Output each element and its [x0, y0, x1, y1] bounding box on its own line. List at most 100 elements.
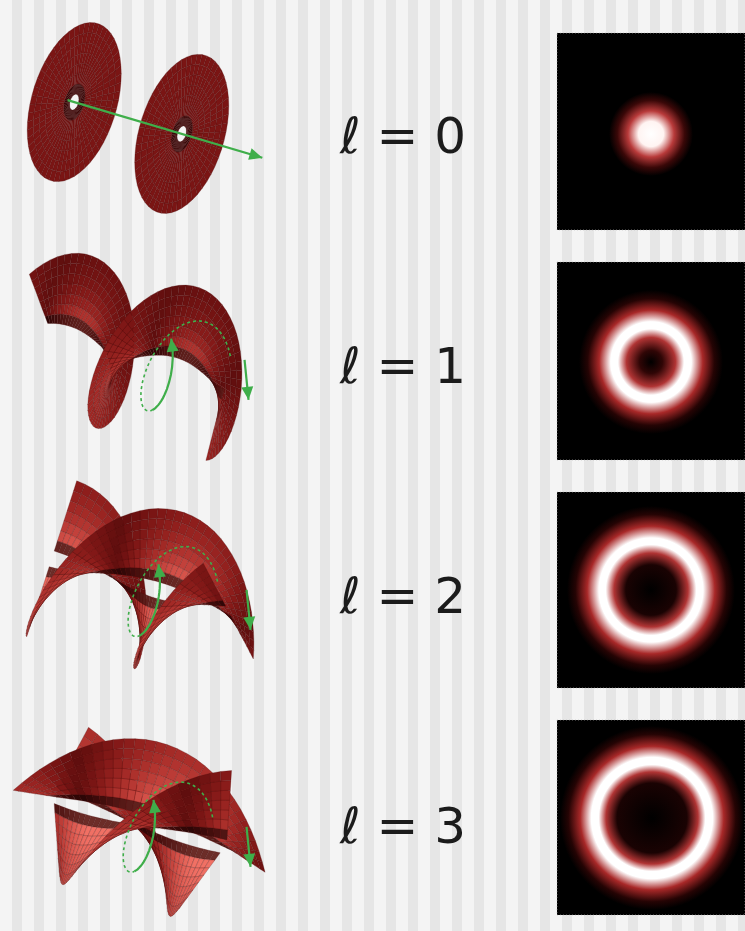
surface-patch — [182, 116, 184, 126]
surface-patch — [54, 314, 57, 324]
donut-ring — [567, 506, 735, 674]
surface-patch — [243, 635, 247, 647]
helical-wavefronts — [13, 23, 265, 917]
surface-patch — [76, 84, 80, 94]
surface-patch — [165, 134, 171, 138]
surface-patch — [52, 103, 58, 108]
surface-patch — [217, 408, 219, 419]
surface-patch — [28, 104, 35, 113]
surface-patch — [219, 398, 221, 409]
surface-patch — [75, 84, 78, 94]
surface-patch — [74, 55, 77, 66]
surface-patch — [158, 289, 165, 301]
surface-patch — [171, 295, 178, 306]
surface-patch — [200, 370, 207, 373]
surface-patch — [63, 264, 70, 275]
surface-patch — [57, 255, 64, 267]
surface-patch — [140, 539, 147, 549]
surface-patch — [58, 103, 64, 107]
surface-patch — [96, 359, 105, 368]
surface-patch — [154, 135, 161, 141]
surface-patch — [148, 519, 157, 529]
surface-patch — [140, 509, 149, 520]
surface-patch — [74, 65, 77, 76]
surface-patch — [57, 284, 62, 295]
surface-patch — [137, 127, 145, 136]
surface-patch — [217, 385, 218, 395]
surface-patch — [182, 141, 183, 151]
surface-patch — [74, 85, 75, 95]
surface-patch — [156, 519, 166, 530]
surface-patch — [64, 103, 70, 106]
surface-patch — [182, 116, 183, 126]
surface-patch — [69, 28, 74, 41]
surface-patch — [140, 529, 148, 539]
intensity-panel — [557, 492, 745, 688]
surface-patch — [182, 150, 184, 160]
surface-patch — [146, 539, 154, 549]
surface-patch — [79, 23, 85, 35]
surface-patch — [60, 314, 64, 324]
surface-patch — [236, 370, 242, 379]
surface-patch — [177, 60, 182, 73]
surface-patch — [75, 109, 77, 119]
surface-patch — [129, 559, 135, 568]
gaussian-spot — [609, 92, 693, 176]
surface-patch — [93, 338, 101, 341]
surface-patch — [236, 361, 242, 371]
surface-patch — [137, 591, 140, 602]
surface-patch — [140, 559, 146, 569]
surface-patch — [135, 568, 140, 578]
surface-patch — [48, 575, 59, 583]
propagation-arrow — [68, 100, 263, 160]
surface-patch — [75, 84, 77, 94]
surface-patch — [50, 257, 57, 269]
surface-patch — [182, 168, 185, 179]
intensity-profiles — [557, 33, 745, 915]
surface-patch — [231, 619, 237, 628]
surface-patch — [157, 509, 167, 520]
surface-patch — [191, 133, 197, 136]
arrow-head — [241, 386, 253, 400]
surface-patch — [59, 97, 65, 101]
surface-patch — [169, 316, 175, 326]
surface-patch — [231, 371, 237, 379]
surface-patch — [30, 95, 37, 104]
surface-patch — [197, 133, 203, 137]
surface-patch — [165, 336, 169, 346]
surface-patch — [84, 101, 90, 104]
surface-patch — [214, 419, 217, 430]
surface-patch — [74, 118, 76, 128]
surface-patch — [74, 136, 77, 147]
surface-patch — [136, 136, 143, 145]
propagation-arrow — [141, 321, 253, 411]
surface-patch — [219, 399, 222, 410]
surface-patch — [171, 136, 177, 141]
surface-patch — [74, 127, 77, 138]
surface-patch — [64, 254, 72, 265]
surface-patch — [183, 116, 186, 126]
wavefront-surface — [29, 253, 242, 460]
surface-patch — [57, 304, 61, 314]
donut-ring — [560, 726, 744, 910]
surface-patch — [74, 109, 75, 119]
surface-patch — [182, 87, 185, 98]
surface-patch — [182, 57, 187, 69]
surface-patch — [99, 351, 108, 359]
surface-patch — [76, 84, 79, 94]
surface-patch — [225, 371, 231, 378]
surface-patch — [132, 530, 140, 541]
intensity-panel — [557, 262, 745, 460]
surface-patch — [64, 104, 70, 109]
surface-patch — [160, 135, 166, 140]
helix-path — [141, 321, 230, 411]
surface-patch — [133, 539, 140, 549]
surface-patch — [250, 645, 254, 659]
surface-patch — [182, 159, 185, 170]
surface-patch — [62, 284, 68, 294]
donut-ring — [579, 290, 723, 434]
surface-patch — [57, 275, 63, 286]
surface-patch — [66, 95, 71, 100]
wavefront-surface — [26, 481, 254, 669]
surface-patch — [46, 103, 53, 109]
